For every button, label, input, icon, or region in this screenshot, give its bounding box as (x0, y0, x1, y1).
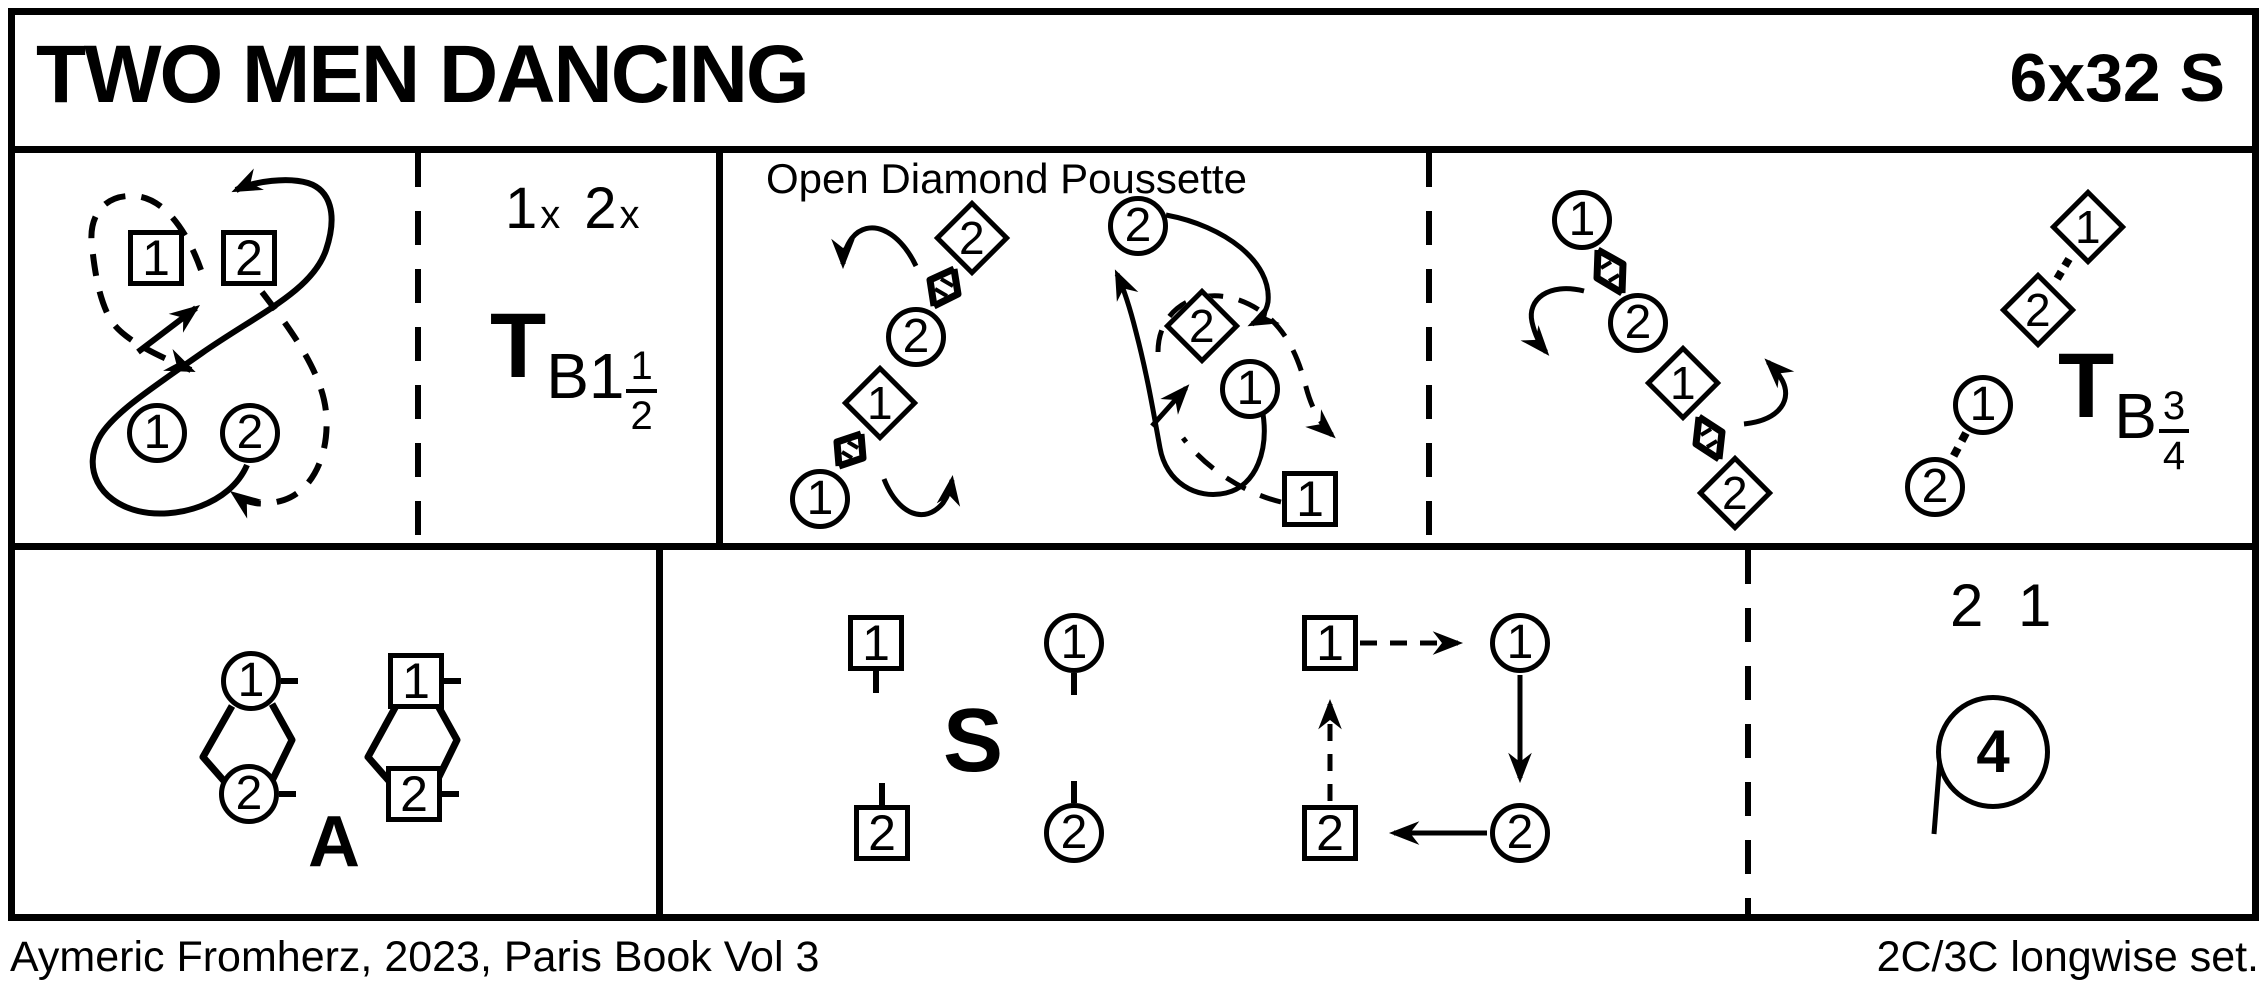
poussette2-circle-1: 1 (1220, 359, 1280, 419)
diamond-label: 2 (959, 212, 985, 264)
setting-facing-ticks (873, 671, 1077, 805)
loops-circle-2: 2 (220, 403, 280, 463)
setting-circle-1: 1 (1044, 613, 1104, 673)
fraction-denominator: 2 (630, 394, 653, 438)
diamond-label: 2 (2025, 284, 2051, 336)
poussette-phase3-arrows (1520, 286, 1795, 427)
diamond-label: 1 (867, 377, 893, 429)
turn-fraction: 3 4 (2158, 386, 2190, 478)
poussette4-circle-2: 2 (1905, 457, 1965, 517)
final-order: 2 1 (1950, 572, 2052, 639)
allemande-circle-2: 2 (219, 764, 279, 824)
tune-info: 6x32 S (2009, 40, 2225, 116)
poussette-phase1-arrows (831, 225, 961, 517)
turn-symbol: T (2058, 335, 2115, 437)
turn-both-hands-1half: T B1 1 2 (490, 300, 657, 436)
chase-circle-2: 2 (1490, 803, 1550, 863)
loops-circle-1: 1 (127, 403, 187, 463)
turn-hands-label: B1 (546, 340, 625, 412)
setting-square-1: 1 (848, 615, 904, 671)
poussette-phase2-arrows (1114, 212, 1336, 505)
poussette2-square-1: 1 (1282, 471, 1338, 527)
ending-cross-mark-2: x (619, 193, 640, 237)
bar-divider-dashed-2 (1426, 153, 1432, 543)
poussette1-circle-2: 2 (886, 307, 946, 367)
turn-hands-label: B (2114, 380, 2157, 452)
fraction-denominator: 4 (2162, 434, 2186, 478)
row-separator (8, 543, 2259, 550)
loops-figure-paths (88, 168, 335, 519)
turn-symbol: T (490, 295, 547, 397)
diamond-label: 1 (2075, 201, 2101, 253)
poussette-phase3-links (1593, 246, 1726, 462)
chase-circle-1: 1 (1490, 613, 1550, 673)
poussette-phase3-hand-ticks (1599, 260, 1719, 449)
chase-square-2: 2 (1302, 805, 1358, 861)
allemande-label: A (308, 802, 360, 882)
poussette2-circle-2: 2 (1108, 196, 1168, 256)
diamond-label: 2 (1189, 300, 1215, 352)
poussette-phase1-links (833, 265, 962, 470)
bar-divider-dashed-3 (1745, 550, 1751, 921)
setting-label: S (943, 691, 1004, 791)
setting-circle-2: 2 (1044, 803, 1104, 863)
set-type: 2C/3C longwise set. (1876, 933, 2259, 981)
figure-caption: Open Diamond Poussette (766, 155, 1247, 202)
allemande-circle-1: 1 (221, 651, 281, 711)
page-title: TWO MEN DANCING (36, 29, 810, 120)
bar-divider-dashed-1 (415, 153, 421, 543)
allemande-facing-ticks (279, 678, 461, 797)
deviser-credit: Aymeric Fromherz, 2023, Paris Book Vol 3 (10, 933, 820, 981)
loops-square-2: 2 (221, 230, 277, 286)
outer-border (8, 8, 2259, 921)
poussette3-circle-1: 1 (1552, 190, 1612, 250)
fraction-numerator: 1 (626, 346, 657, 393)
bar-divider-solid-top (716, 146, 723, 550)
loops-square-1: 1 (128, 230, 184, 286)
poussette-phase4-ticks (1948, 256, 2073, 461)
turn-both-hands-3quarter: T B 3 4 (2058, 335, 2190, 478)
turn-fraction: 1 2 (626, 346, 657, 438)
hands-round-4-circle: 4 (1936, 695, 2050, 809)
diamond-label: 1 (1670, 357, 1696, 409)
fraction-numerator: 3 (2158, 386, 2190, 433)
poussette-phase1-hand-ticks (840, 277, 955, 460)
bar-divider-solid-bottom (656, 543, 663, 921)
allemande-square-2: 2 (386, 766, 442, 822)
poussette4-circle-1: 1 (1953, 375, 2013, 435)
allemande-square-1: 1 (388, 653, 444, 709)
chase-square-1: 1 (1302, 615, 1358, 671)
poussette3-circle-2: 2 (1608, 293, 1668, 353)
diamond-label: 2 (1722, 467, 1748, 519)
ending-cross-mark-1: x (540, 193, 561, 237)
ending-couple-1: 1 (505, 176, 538, 241)
title-separator (8, 146, 2259, 153)
setting-square-2: 2 (854, 805, 910, 861)
ending-couple-2: 2 (584, 176, 617, 241)
poussette1-circle-1: 1 (790, 469, 850, 529)
chase-arrows (1318, 631, 1532, 845)
